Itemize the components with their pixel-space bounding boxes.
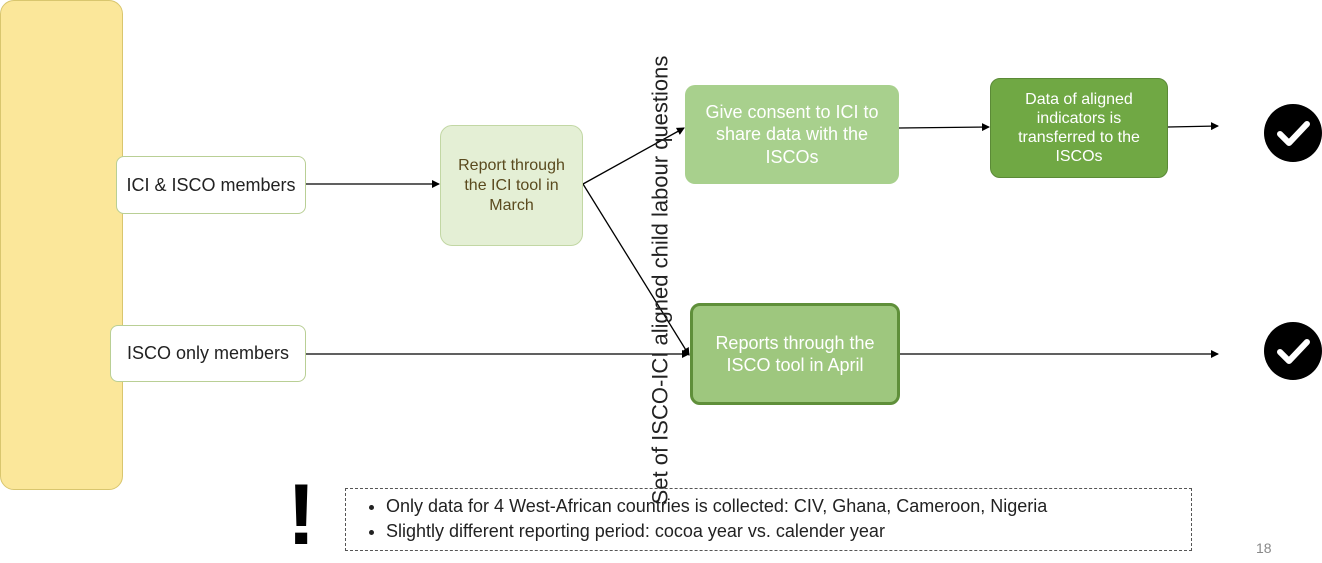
give-consent-box: Give consent to ICI to share data with t… (685, 85, 899, 184)
question-set-label: Set of ISCO-ICI aligned child labour que… (647, 55, 673, 505)
arrow-consent-to-transfer (898, 123, 990, 132)
reports-april-box: Reports through the ISCO tool in April (690, 303, 900, 405)
ici-isco-members-box: ICI & ISCO members (116, 156, 306, 214)
note-item: Slightly different reporting period: coc… (386, 520, 1181, 542)
isco-only-members-label: ISCO only members (126, 343, 290, 364)
exclamation-icon: ! (287, 467, 316, 563)
report-march-box: Report through the ICI tool in March (440, 125, 583, 246)
note-item: Only data for 4 West-African countries i… (386, 495, 1181, 517)
checkmark-circle-icon (1264, 322, 1322, 380)
reports-april-label: Reports through the ISCO tool in April (715, 332, 875, 376)
data-transferred-label: Data of aligned indicators is transferre… (1018, 90, 1140, 166)
page-number: 18 (1256, 540, 1272, 556)
report-march-label: Report through the ICI tool in March (458, 156, 565, 214)
checkmark-circle-icon (1264, 104, 1322, 162)
question-set-sidebar: Set of ISCO-ICI aligned child labour que… (0, 0, 673, 504)
data-transferred-box: Data of aligned indicators is transferre… (990, 78, 1168, 178)
notes-box: Only data for 4 West-African countries i… (345, 488, 1192, 551)
give-consent-label: Give consent to ICI to share data with t… (705, 101, 879, 167)
arrow-report-to-april (582, 183, 690, 356)
arrow-transfer-to-check (1167, 122, 1219, 131)
isco-only-members-box: ISCO only members (110, 325, 306, 382)
arrow-report-to-consent (582, 127, 685, 185)
ici-isco-members-label: ICI & ISCO members (126, 174, 296, 195)
